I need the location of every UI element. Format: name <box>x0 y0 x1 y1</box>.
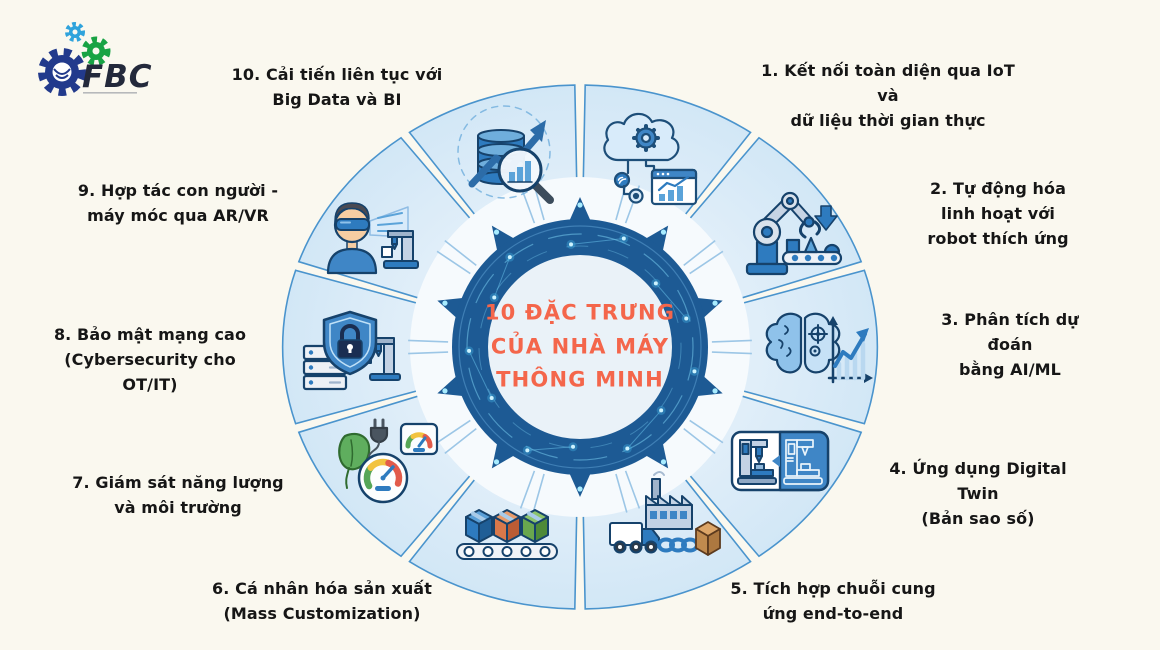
fbc-logo: FBC <box>38 22 153 96</box>
wheel-center-title: 10 ĐẶC TRƯNG CỦA NHÀ MÁY THÔNG MINH <box>484 300 676 392</box>
logo-text: FBC <box>82 59 153 95</box>
gear-icon <box>632 124 660 152</box>
mass-customization-icon <box>447 468 567 588</box>
logo-tagline-line <box>83 92 137 94</box>
ring-circuit-dots <box>464 234 699 455</box>
cybersecurity-icon <box>292 290 412 410</box>
green-gear-icon <box>81 36 111 66</box>
feature-label-3: 3. Phân tích dự đoán bằng AI/ML <box>941 309 1079 379</box>
digital-twin-icon <box>720 400 840 520</box>
feature-label-4: 4. Ứng dụng Digital Twin (Bản sao số) <box>889 458 1067 528</box>
blue-gear-icon <box>65 22 85 42</box>
energy-monitoring-icon <box>323 402 443 522</box>
feature-label-8: 8. Bảo mật mạng cao (Cybersecurity cho O… <box>53 324 247 394</box>
navy-gear-icon <box>38 48 86 96</box>
feature-label-9: 9. Hợp tác con người - máy móc qua AR/VR <box>77 181 279 225</box>
ai-brain-chart-icon <box>755 292 875 412</box>
ring-inner-disc <box>488 255 672 439</box>
feature-label-6: 6. Cá nhân hóa sản xuất (Mass Customizat… <box>212 579 432 623</box>
ar-vr-collaboration-icon <box>312 175 432 295</box>
feature-label-5: 5. Tích hợp chuỗi cung ứng end-to-end <box>730 579 936 623</box>
center-ring <box>408 177 752 517</box>
feature-label-1: 1. Kết nối toàn diện qua IoT và dữ liệu … <box>761 60 1015 130</box>
feature-label-10: 10. Cải tiến liên tục với Big Data và BI <box>231 65 443 109</box>
cloud-iot-icon <box>588 100 708 220</box>
feature-label-2: 2. Tự động hóa linh hoạt với robot thích… <box>927 178 1069 248</box>
robot-arm-icon <box>733 172 853 292</box>
supply-chain-icon <box>602 463 722 583</box>
big-data-bi-icon <box>448 98 568 218</box>
feature-label-7: 7. Giám sát năng lượng và môi trường <box>72 473 284 517</box>
